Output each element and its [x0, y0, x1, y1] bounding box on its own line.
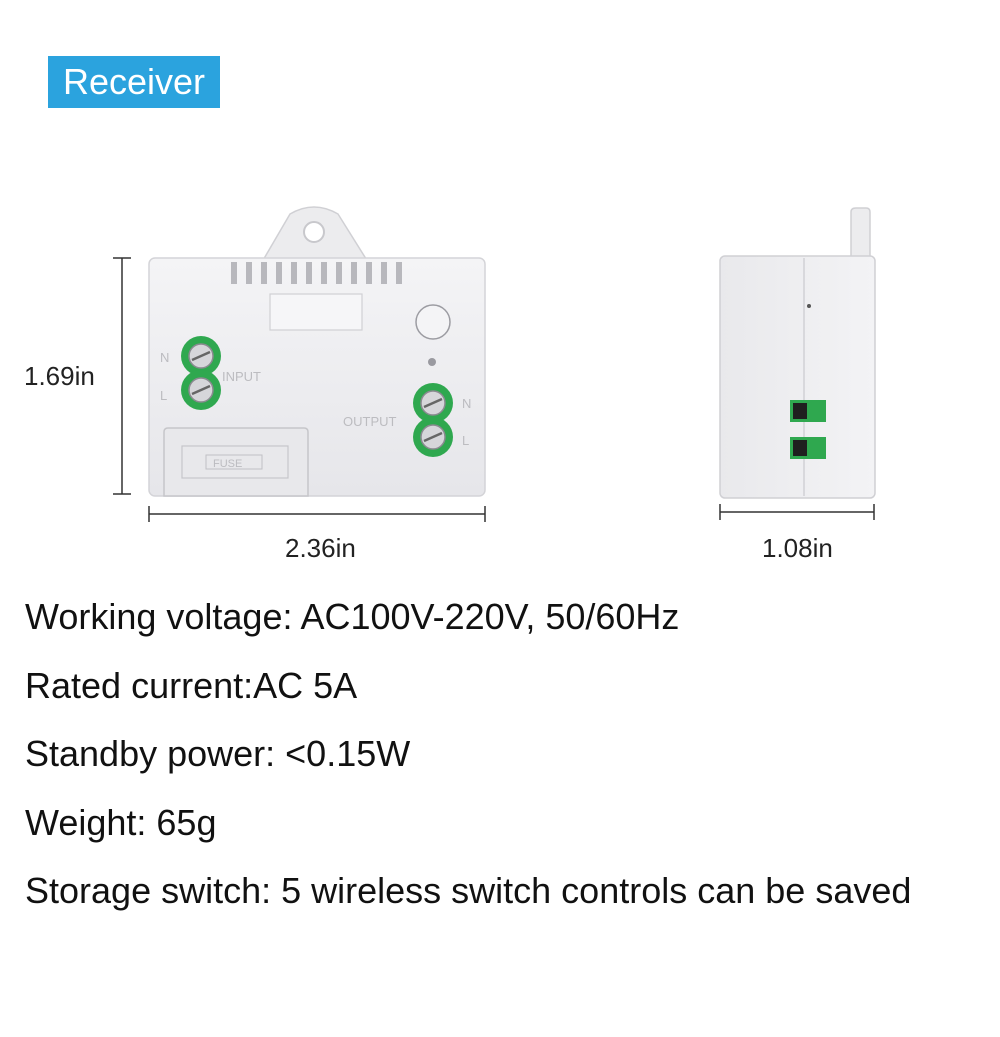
- label-l-input: L: [160, 388, 167, 403]
- label-n-input: N: [160, 350, 169, 365]
- product-illustration: N L INPUT OUTPUT N L FUSE: [113, 206, 876, 522]
- output-terminal-block: [413, 383, 453, 457]
- label-input: INPUT: [222, 369, 261, 384]
- depth-dimension-line: [719, 504, 875, 520]
- label-l-output: L: [462, 433, 469, 448]
- height-dimension-line: [113, 257, 131, 495]
- receiver-badge: Receiver: [48, 56, 220, 108]
- spec-weight: Weight: 65g: [25, 802, 217, 843]
- input-terminal-block: [181, 336, 221, 410]
- width-dimension-label: 2.36in: [285, 533, 356, 563]
- spec-storage-switch: Storage switch: 5 wireless switch contro…: [25, 870, 912, 911]
- spec-working-voltage: Working voltage: AC100V-220V, 50/60Hz: [25, 596, 680, 637]
- receiver-side-view: [719, 207, 876, 499]
- depth-dimension-label: 1.08in: [762, 533, 833, 563]
- receiver-front-view: N L INPUT OUTPUT N L FUSE: [148, 206, 486, 497]
- height-dimension-label: 1.69in: [24, 361, 95, 391]
- label-n-output: N: [462, 396, 471, 411]
- width-dimension-line: [148, 506, 486, 522]
- spec-standby-power: Standby power: <0.15W: [25, 733, 411, 774]
- label-output: OUTPUT: [343, 414, 397, 429]
- label-fuse: FUSE: [213, 458, 242, 470]
- spec-rated-current: Rated current:AC 5A: [25, 665, 358, 706]
